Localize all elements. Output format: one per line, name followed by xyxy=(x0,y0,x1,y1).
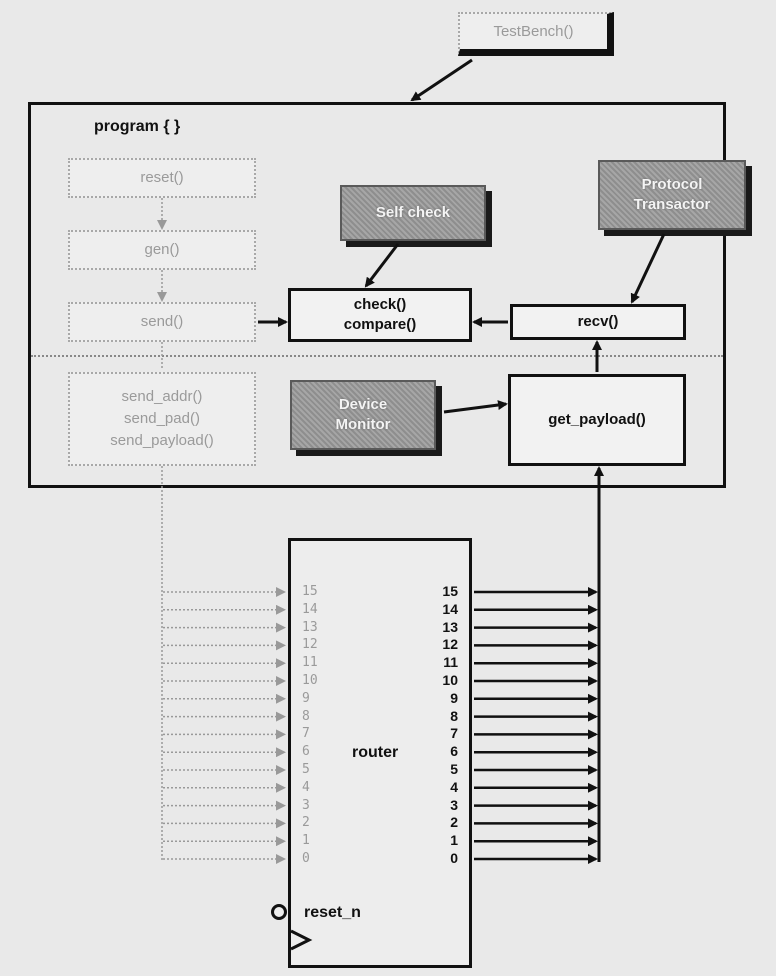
router-input-pin: 9 xyxy=(302,690,310,706)
get-payload-label: get_payload() xyxy=(548,411,646,428)
router-output-pin: 5 xyxy=(450,761,458,777)
router-input-pin: 10 xyxy=(302,673,318,688)
router-input-pin: 4 xyxy=(302,779,310,795)
router-output-pin: 13 xyxy=(442,618,458,635)
testbench-box: TestBench() xyxy=(458,12,614,56)
device-label-line2: Monitor xyxy=(335,416,391,433)
testbench-label: TestBench() xyxy=(493,22,574,40)
reset-n-label: reset_n xyxy=(304,904,361,921)
send-step-label: send() xyxy=(140,313,184,330)
selfcheck-check-arrow xyxy=(364,243,400,288)
self-check-label: Self check xyxy=(375,204,451,221)
reset-step: reset() xyxy=(68,158,256,198)
device-label-line1: Device xyxy=(338,396,388,413)
router-input-pin: 3 xyxy=(302,797,310,813)
send-step: send() xyxy=(68,302,256,342)
reset-bubble xyxy=(271,904,287,920)
router-input-pin: 13 xyxy=(302,619,318,635)
router-input-pin: 15 xyxy=(302,584,318,599)
program-box xyxy=(28,102,726,488)
router-input-pin: 11 xyxy=(302,655,318,671)
send-payload-label: send_payload() xyxy=(110,432,214,449)
get-payload-box: get_payload() xyxy=(508,374,686,466)
router-input-pin: 0 xyxy=(302,851,310,866)
send-addr-label: send_addr() xyxy=(121,388,203,405)
router-output-pin: 0 xyxy=(450,850,458,866)
router-output-pin: 12 xyxy=(442,636,458,653)
recv-box: recv() xyxy=(510,304,686,340)
compare-label: compare() xyxy=(343,316,417,333)
router-output-pin: 3 xyxy=(450,796,458,813)
protocol-recv-arrow xyxy=(630,233,666,304)
router-output-pin: 7 xyxy=(450,725,458,742)
router-output-pin: 9 xyxy=(450,689,458,706)
recv-label: recv() xyxy=(577,313,619,330)
router-input-pin: 8 xyxy=(302,708,310,724)
router-label: router xyxy=(352,744,399,761)
router-output-pin: 11 xyxy=(443,654,458,671)
program-title: program { } xyxy=(94,118,181,135)
router-output-pin: 6 xyxy=(450,743,458,760)
router-output-pin: 10 xyxy=(442,672,458,688)
send-pad-label: send_pad() xyxy=(124,410,200,427)
router-pin-lines xyxy=(163,587,598,864)
gen-step-label: gen() xyxy=(144,241,180,258)
monitor-payload-arrow xyxy=(443,400,508,414)
gen-step: gen() xyxy=(68,230,256,270)
protocol-label-line2: Transactor xyxy=(633,196,711,213)
router-input-pin: 2 xyxy=(302,815,310,831)
check-label: check() xyxy=(353,296,407,313)
router-input-pin: 12 xyxy=(302,637,318,653)
router-output-pin: 8 xyxy=(450,707,458,724)
testbench-arrow xyxy=(410,58,473,102)
router-input-pin: 1 xyxy=(302,833,310,849)
router-output-pin: 1 xyxy=(450,832,458,849)
router-output-pin: 2 xyxy=(450,814,458,831)
device-monitor-box: Device Monitor xyxy=(290,380,436,450)
reset-step-label: reset() xyxy=(140,169,184,186)
program-divider xyxy=(31,355,723,357)
router-input-pin: 7 xyxy=(302,726,310,742)
router-input-pin: 6 xyxy=(302,744,310,760)
router-input-pin: 5 xyxy=(302,762,310,777)
self-check-box: Self check xyxy=(340,185,486,241)
protocol-transactor-box: Protocol Transactor xyxy=(598,160,746,230)
send-subtasks-box: send_addr() send_pad() send_payload() xyxy=(68,372,256,466)
router-output-pin: 15 xyxy=(442,583,458,599)
router-output-pin: 4 xyxy=(450,778,458,795)
protocol-label-line1: Protocol xyxy=(641,176,703,193)
check-compare-box: check() compare() xyxy=(288,288,472,342)
router-input-pin: 14 xyxy=(302,601,318,617)
clock-triangle xyxy=(290,929,313,951)
router-output-pin: 14 xyxy=(442,600,458,617)
router-box xyxy=(288,538,472,968)
